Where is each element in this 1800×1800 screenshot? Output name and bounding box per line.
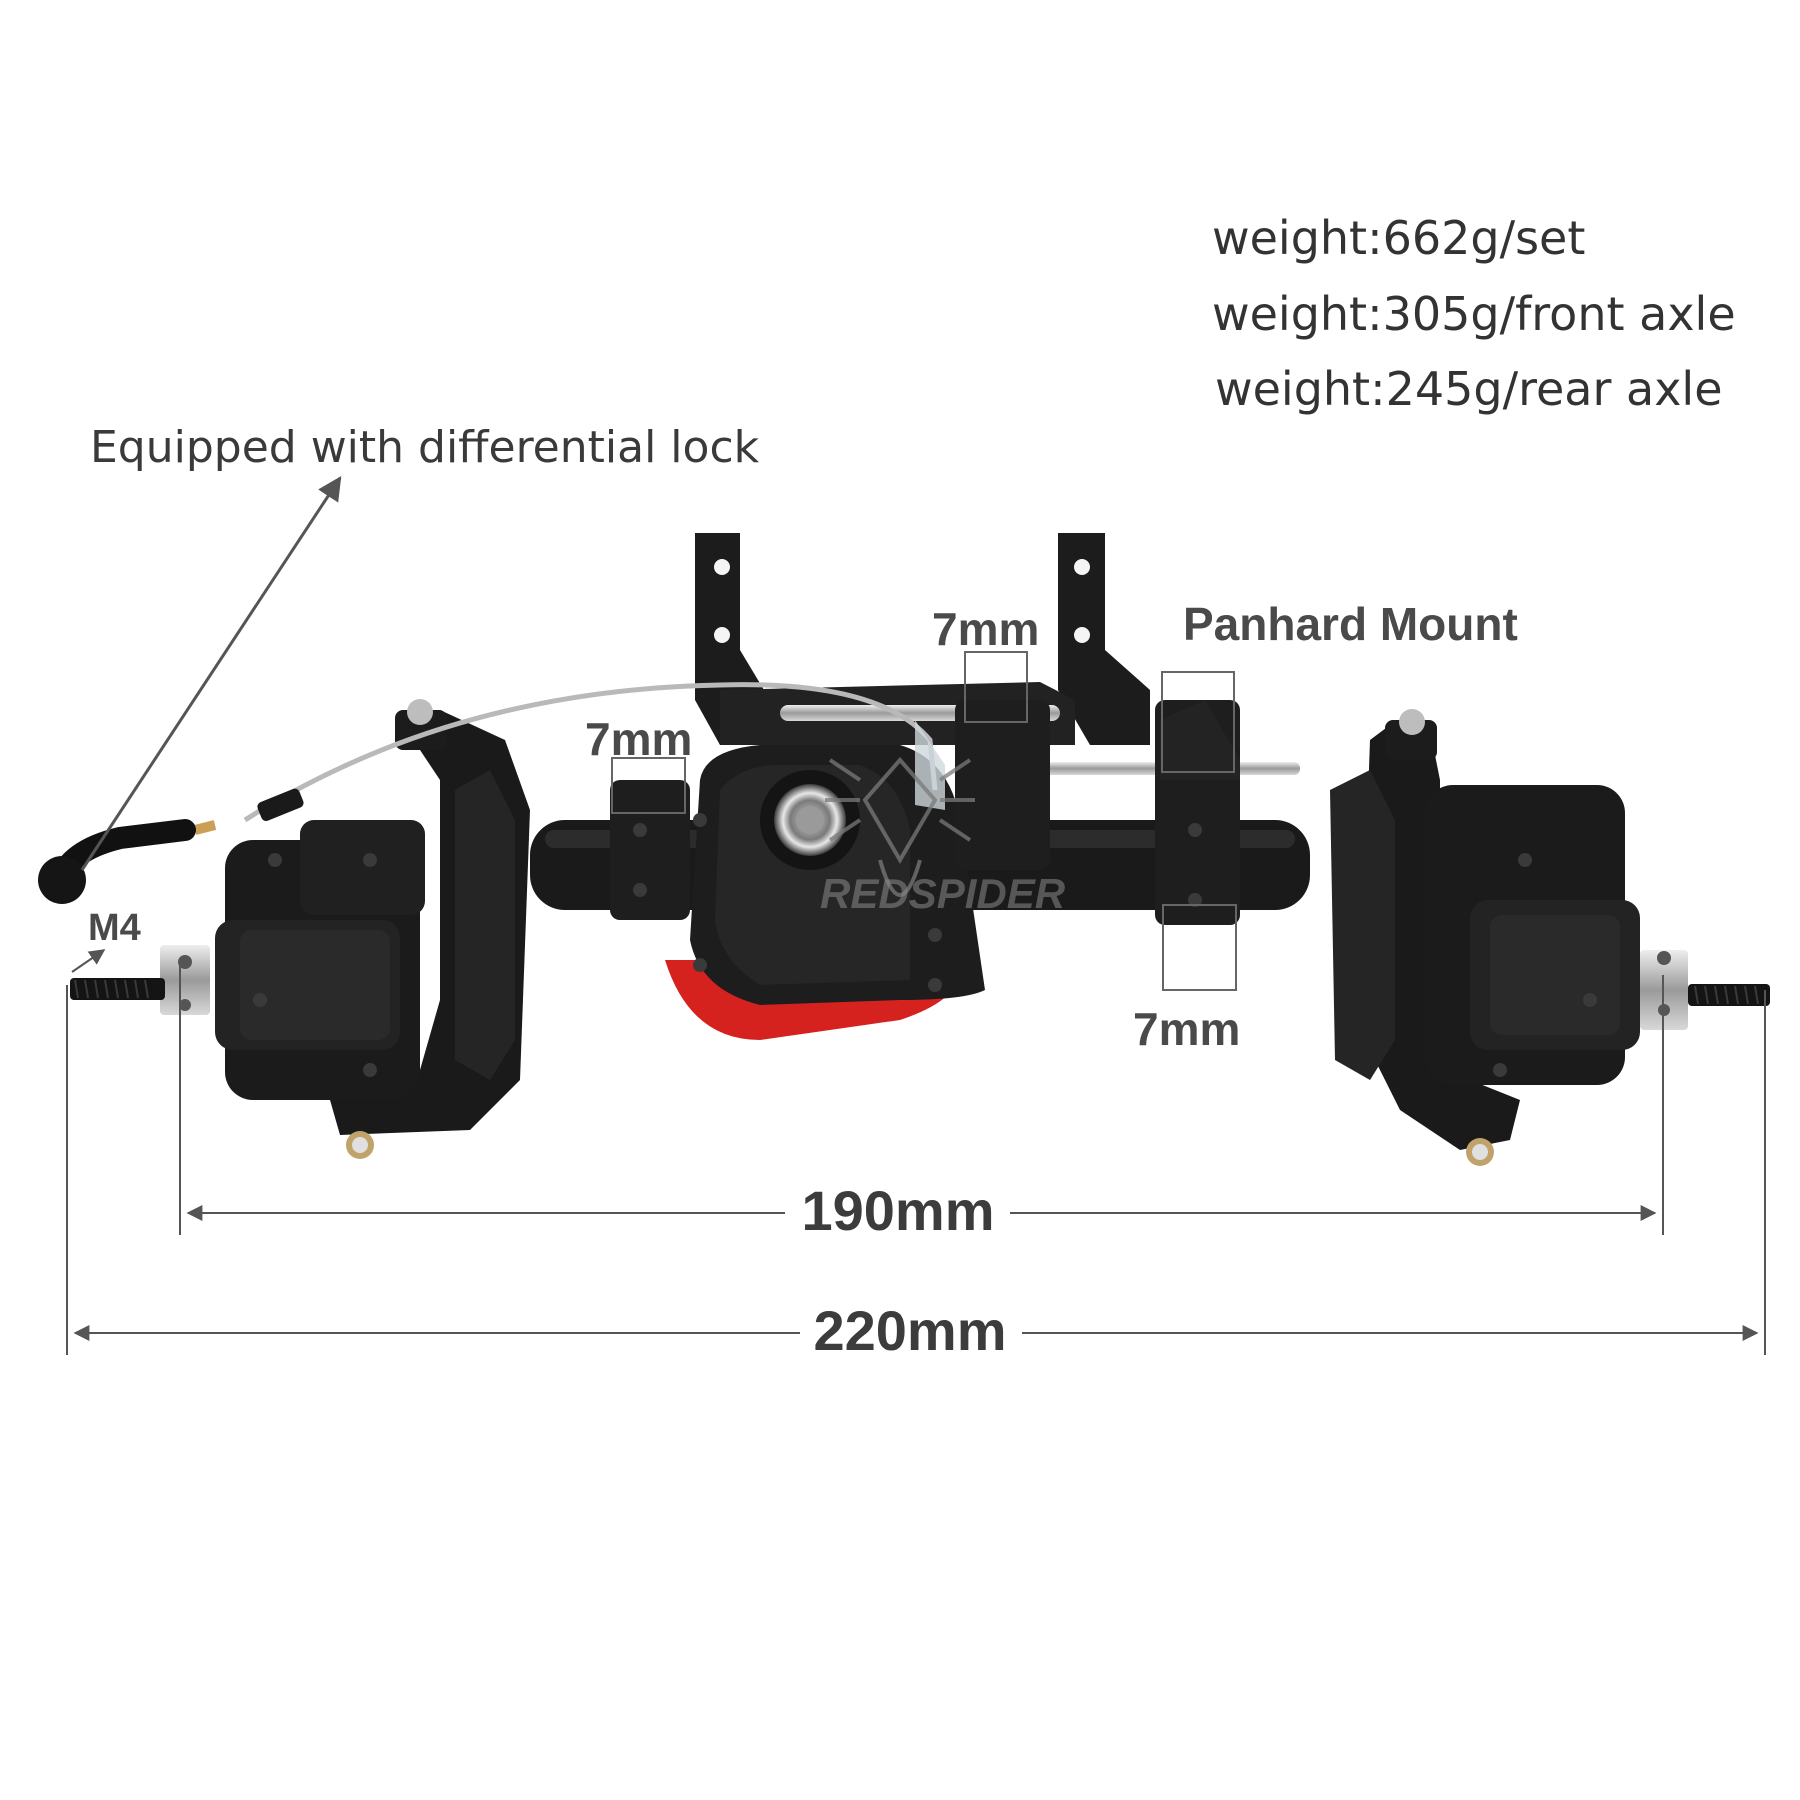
axle-assembly	[38, 533, 1770, 1166]
thread-size-arrow	[71, 949, 106, 973]
mount-width-top-box	[964, 651, 1028, 723]
diff-lock-arrow	[80, 475, 342, 871]
diff-lock-label: Equipped with differential lock	[90, 422, 760, 473]
outer-width-label: 220mm	[813, 1299, 1006, 1362]
mount-width-right-label: 7mm	[1133, 1003, 1240, 1055]
mount-width-right-box	[1162, 904, 1237, 991]
weight-front-axle-label: weight:305g/front axle	[1212, 287, 1736, 341]
panhard-mount-label: Panhard Mount	[1183, 598, 1518, 650]
left-knuckle	[70, 699, 530, 1159]
axle-housing	[530, 700, 1310, 1040]
watermark-text: REDSPIDER	[820, 870, 1066, 917]
weight-rear-axle-label: weight:245g/rear axle	[1215, 362, 1723, 416]
mount-width-left-box	[611, 757, 686, 814]
weight-set-label: weight:662g/set	[1212, 211, 1585, 265]
inner-width-label: 190mm	[801, 1179, 994, 1242]
watermark	[825, 756, 975, 897]
panhard-mount-box	[1161, 671, 1235, 773]
mount-width-top-label: 7mm	[932, 603, 1039, 655]
mount-width-left-label: 7mm	[585, 713, 692, 765]
thread-size-label: M4	[88, 907, 141, 949]
right-knuckle	[1330, 709, 1770, 1166]
diff-lock-cable	[38, 682, 945, 904]
